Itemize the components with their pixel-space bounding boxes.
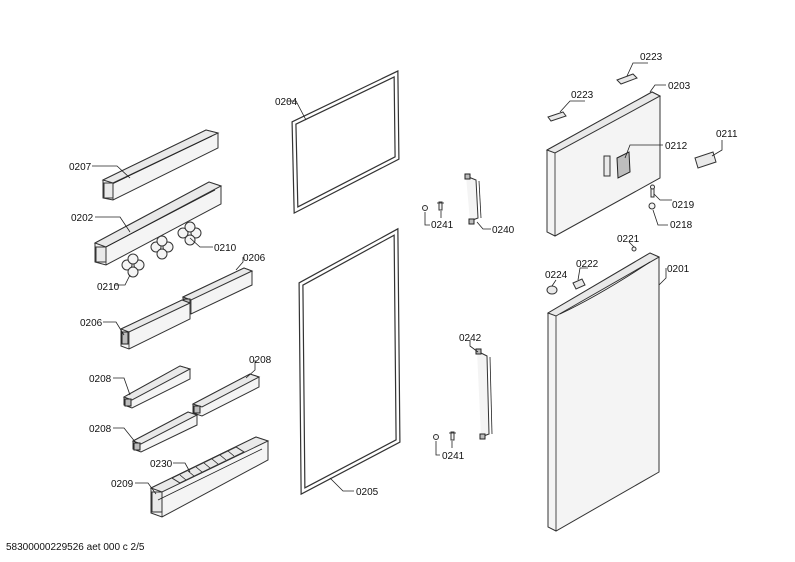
part-0241-screws-upper <box>422 201 444 211</box>
part-0218-bushing <box>648 202 656 210</box>
part-0211-panel <box>694 151 717 169</box>
part-0240-freezer-handle <box>464 173 482 225</box>
part-0224-cap <box>546 285 558 295</box>
part-0208-small-shelf-a <box>122 365 192 409</box>
label-0202: 0202 <box>71 213 94 224</box>
part-0208-small-shelf-b <box>191 373 261 417</box>
part-0203-freezer-door <box>545 91 662 237</box>
label-0241-lower: 0241 <box>442 451 465 462</box>
label-0210-left: 0210 <box>97 282 120 293</box>
part-0204-freezer-door-gasket <box>291 70 400 215</box>
part-0207-door-shelf <box>101 129 220 201</box>
part-0212-door-display <box>616 151 631 179</box>
part-0208-small-shelf-c <box>131 411 199 453</box>
document-id-footer: 58300000229526 aet 000 c 2/5 <box>6 542 145 553</box>
part-0223-hinge-caps <box>547 73 638 122</box>
label-0205: 0205 <box>356 487 379 498</box>
part-0206-bin-left <box>119 299 192 350</box>
part-0210-egg-tray-right <box>150 221 202 260</box>
part-0205-fridge-door-gasket <box>298 227 401 496</box>
label-0211: 0211 <box>716 129 738 140</box>
label-0223-left: 0223 <box>571 90 594 101</box>
label-0206-right: 0206 <box>243 253 266 264</box>
label-0208-a: 0208 <box>89 374 112 385</box>
part-0201-fridge-door <box>546 252 661 532</box>
label-0204: 0204 <box>275 97 298 108</box>
label-0207: 0207 <box>69 162 92 173</box>
part-0241-screws-lower <box>433 431 456 441</box>
part-0222-hinge <box>572 278 586 290</box>
label-0223-right: 0223 <box>640 52 663 63</box>
part-0202-door-shelf <box>93 181 223 266</box>
part-0206-bin-right <box>181 267 254 315</box>
label-0201: 0201 <box>667 264 690 275</box>
part-0242-fridge-handle <box>475 348 493 440</box>
label-0218: 0218 <box>670 220 693 231</box>
label-0209: 0209 <box>111 479 134 490</box>
label-0224: 0224 <box>545 270 568 281</box>
label-0208-c: 0208 <box>89 424 112 435</box>
label-0210-right: 0210 <box>214 243 237 254</box>
part-0230-bottle-divider <box>170 446 246 484</box>
label-0212: 0212 <box>665 141 688 152</box>
label-0206-left: 0206 <box>80 318 103 329</box>
label-0240: 0240 <box>492 225 515 236</box>
label-0242: 0242 <box>459 333 482 344</box>
part-0221-screw <box>631 246 637 252</box>
part-0209-bottle-shelf <box>149 436 270 518</box>
part-labels: 0207 0202 0210 0210 0206 0206 0208 0208 … <box>69 52 738 498</box>
label-0221: 0221 <box>617 234 640 245</box>
label-0208-b: 0208 <box>249 355 272 366</box>
label-0241-upper: 0241 <box>431 220 454 231</box>
label-0222: 0222 <box>576 259 599 270</box>
part-0219-pin <box>650 184 655 198</box>
leader-lines <box>92 62 723 495</box>
part-0210-egg-tray-left <box>121 253 145 278</box>
label-0219: 0219 <box>672 200 695 211</box>
label-0230: 0230 <box>150 459 173 470</box>
label-0203: 0203 <box>668 81 691 92</box>
